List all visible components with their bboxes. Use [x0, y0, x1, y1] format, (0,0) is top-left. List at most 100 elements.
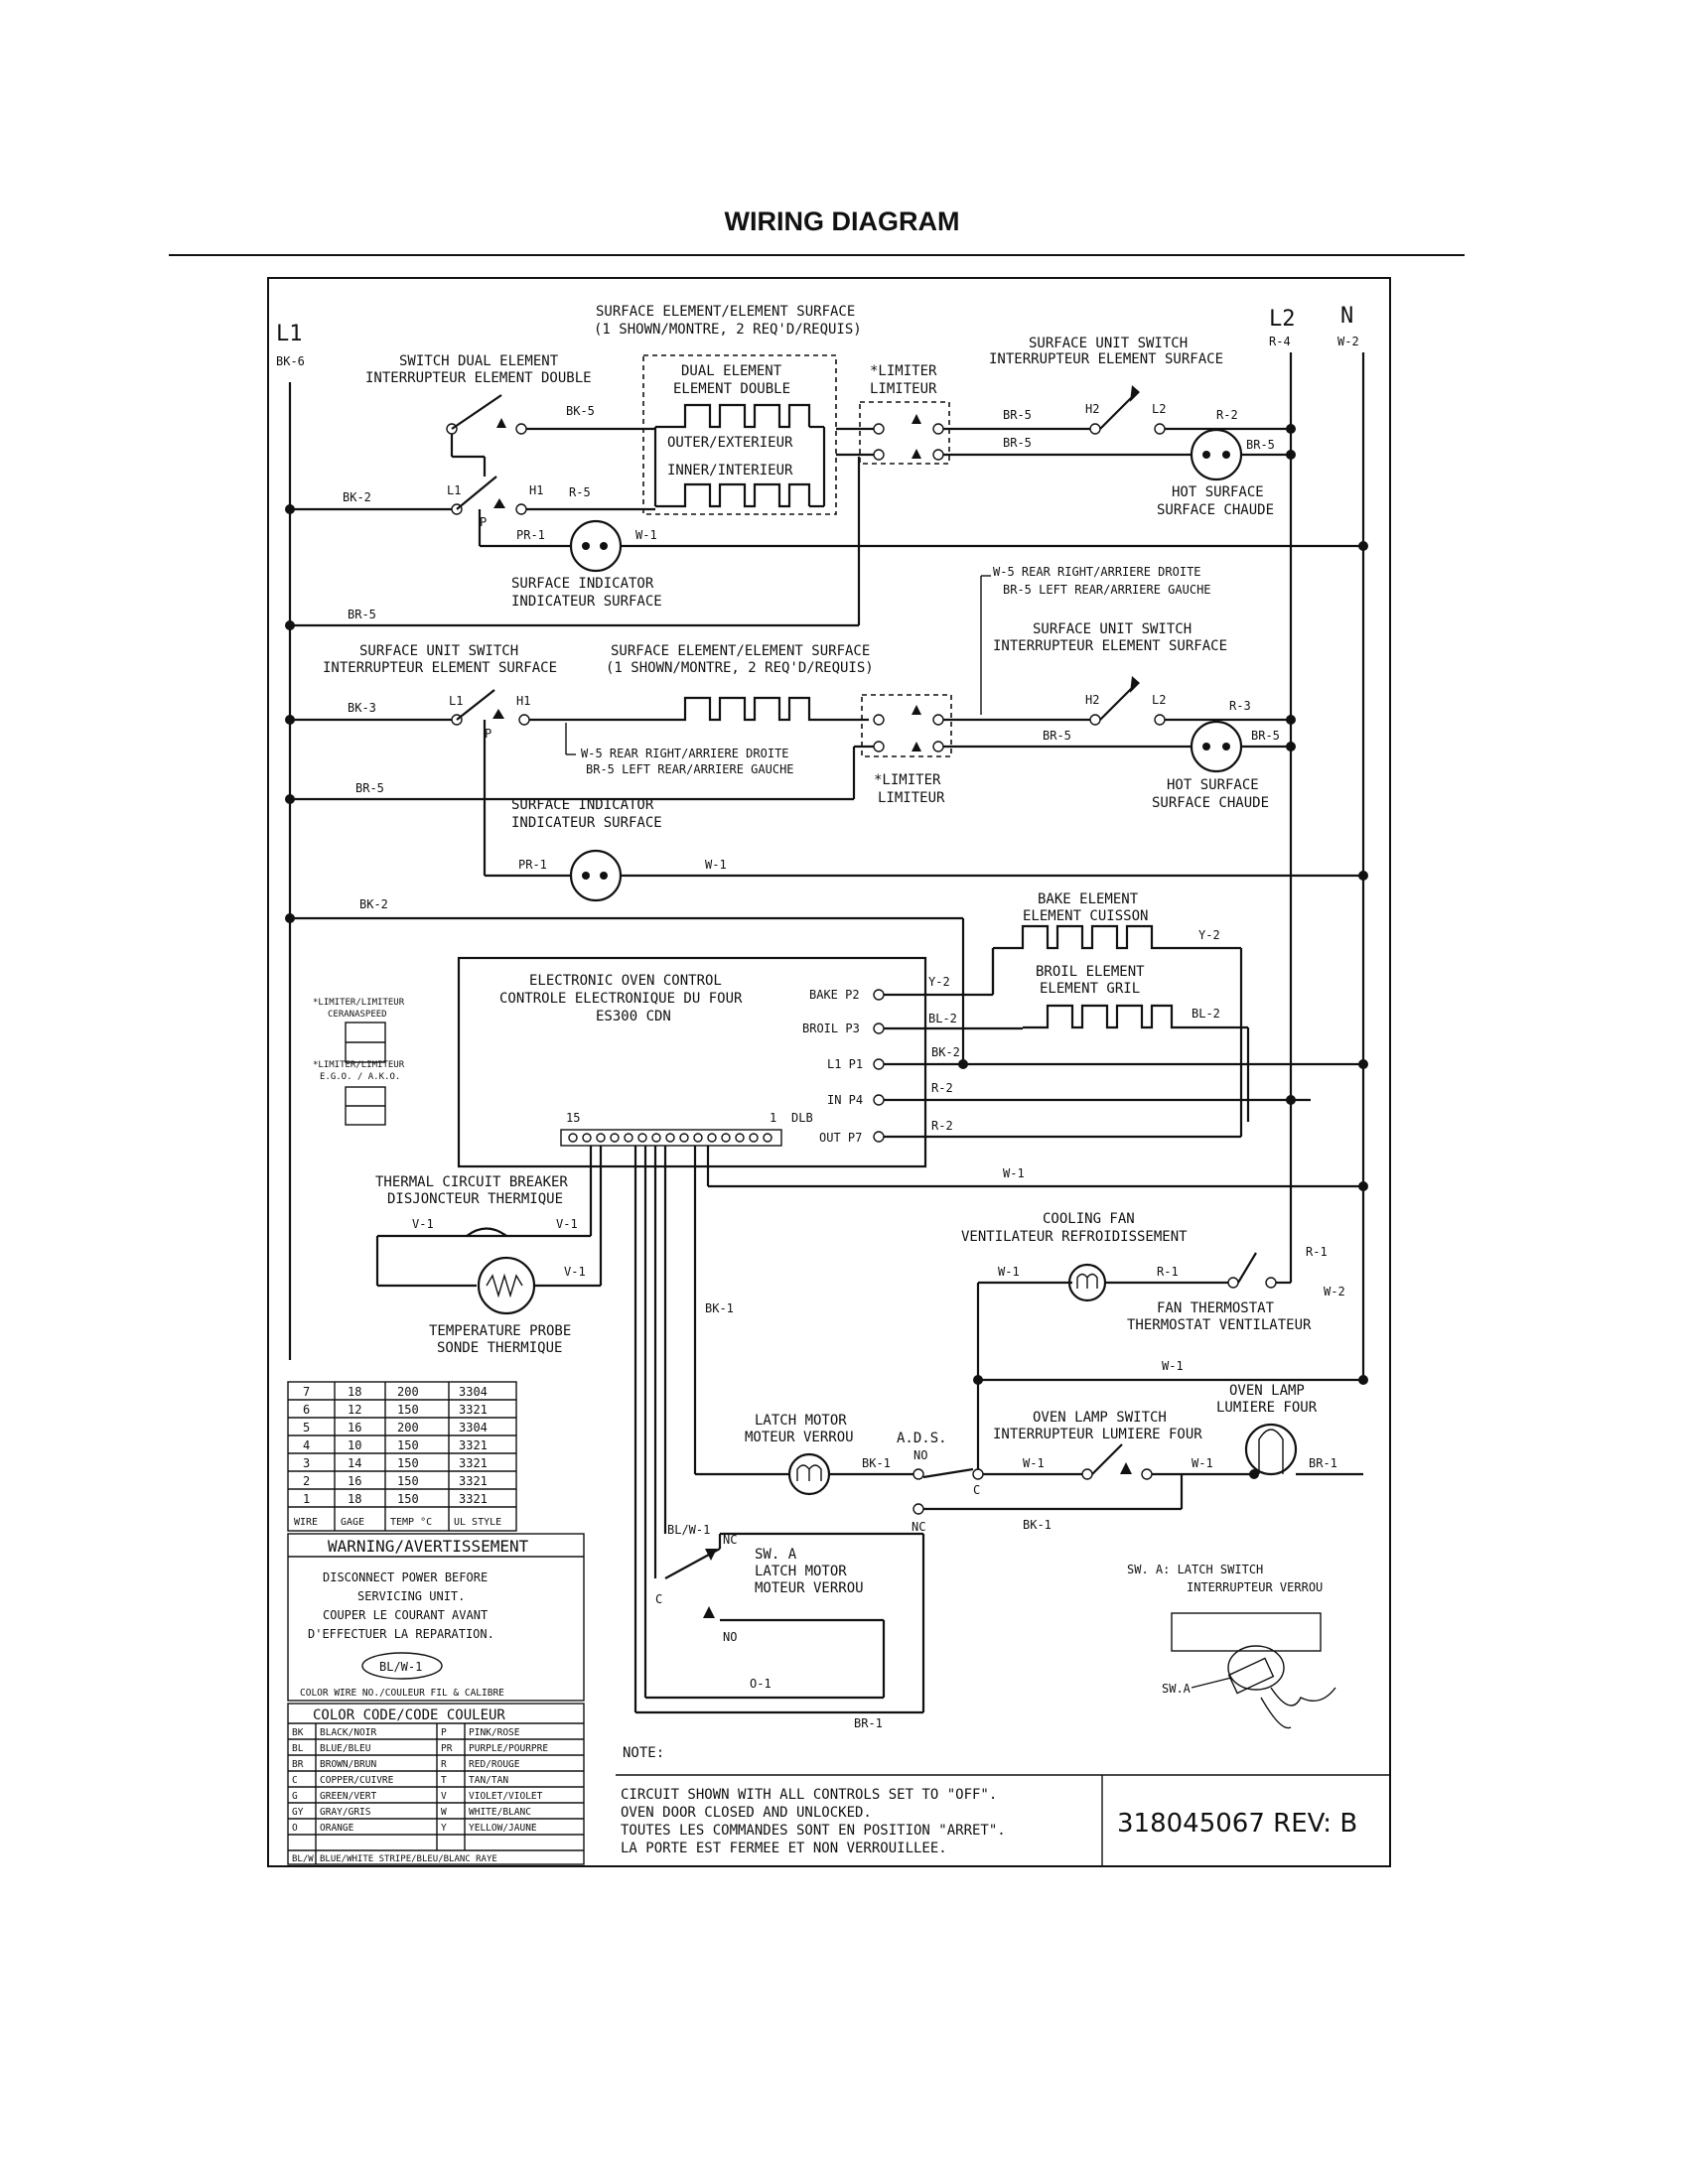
- svg-text:P: P: [485, 727, 491, 741]
- wire-r1-fan: R-1: [1157, 1265, 1179, 1279]
- color-code-cell: BROWN/BRUN: [320, 1759, 376, 1770]
- mid-hot-surface-lamp: [1190, 720, 1243, 773]
- note-line-2: OVEN DOOR CLOSED AND UNLOCKED.: [621, 1805, 872, 1821]
- rail-l1-wire: BK-6: [276, 354, 305, 368]
- wire-r2-in: R-2: [931, 1081, 953, 1095]
- pin-in: IN P4: [827, 1093, 863, 1107]
- wire-r1-right: R-1: [1306, 1245, 1328, 1259]
- lamp-label-1: OVEN LAMP: [1229, 1383, 1305, 1399]
- wire-w1-lamp-a: W-1: [1023, 1456, 1045, 1470]
- rail-l1-label: L1: [276, 322, 303, 346]
- wire-table-cell: 6: [303, 1403, 310, 1417]
- page-title: WIRING DIAGRAM: [724, 206, 960, 236]
- top-hot-label-1: HOT SURFACE: [1172, 484, 1264, 500]
- bake-label-1: BAKE ELEMENT: [1038, 891, 1139, 907]
- dlb-15: 15: [566, 1111, 580, 1125]
- svg-text:H1: H1: [529, 483, 543, 497]
- top-hot-label-2: SURFACE CHAUDE: [1157, 502, 1274, 518]
- probe-label-2: SONDE THERMIQUE: [437, 1340, 562, 1356]
- svg-text:H2: H2: [1085, 693, 1099, 707]
- lamp-switch-label-1: OVEN LAMP SWITCH: [1033, 1410, 1167, 1426]
- color-code-cell: PURPLE/POURPRE: [469, 1743, 548, 1754]
- dlb-1: 1: [770, 1111, 776, 1125]
- lim-ego-2: E.G.O. / A.K.O.: [320, 1072, 400, 1082]
- mid-limiter-label-1: *LIMITER: [874, 772, 941, 788]
- color-code-grid: [288, 1723, 584, 1864]
- wire-table-cell: 7: [303, 1385, 310, 1399]
- mid-indicator-label-2: INDICATEUR SURFACE: [511, 815, 662, 831]
- wire-table: [287, 1381, 517, 1532]
- svg-text:L1: L1: [449, 694, 463, 708]
- wire-br5-top-right: BR-5: [1246, 438, 1275, 452]
- wire-table-cell: 18: [348, 1492, 361, 1506]
- wire-v1-a: V-1: [412, 1217, 434, 1231]
- wire-table-cell: 3321: [459, 1492, 488, 1506]
- wire-table-cell: 18: [348, 1385, 361, 1399]
- note-line-4: LA PORTE EST FERMEE ET NON VERROUILLEE.: [621, 1841, 947, 1856]
- wire-bk1-motor: BK-1: [862, 1456, 891, 1470]
- control-label-3: ES300 CDN: [596, 1009, 671, 1024]
- wire-bk1-latch: BK-1: [705, 1301, 734, 1315]
- wire-br5-top-b: BR-5: [1003, 436, 1032, 450]
- fan-label-1: COOLING FAN: [1043, 1211, 1135, 1227]
- dual-switch-label-1: SWITCH DUAL ELEMENT: [399, 353, 559, 369]
- fan-label-2: VENTILATEUR REFROIDISSEMENT: [961, 1229, 1188, 1245]
- wire-table-cell: 16: [348, 1474, 361, 1488]
- wire-w1-fan: W-1: [998, 1265, 1020, 1279]
- wire-r2-top: R-2: [1216, 408, 1238, 422]
- note-line-1: CIRCUIT SHOWN WITH ALL CONTROLS SET TO "…: [621, 1787, 997, 1803]
- color-code-cell: PR: [441, 1743, 453, 1754]
- wire-br1-bottom: BR-1: [854, 1716, 883, 1730]
- ads-nc: NC: [912, 1520, 925, 1534]
- top-indicator-label-1: SURFACE INDICATOR: [511, 576, 654, 592]
- electronic-oven-control: [457, 956, 927, 1168]
- color-code-cell: RED/ROUGE: [469, 1759, 520, 1770]
- swa-c: C: [655, 1592, 662, 1606]
- color-code-cell: Y: [441, 1823, 447, 1834]
- wire-table-cell: 3321: [459, 1403, 488, 1417]
- latch-switch-sketch: [1171, 1612, 1336, 1729]
- color-code-cell: GY: [292, 1807, 304, 1818]
- wire-table-cell: 3: [303, 1456, 310, 1470]
- lim-ceranaspeed-2: CERANASPEED: [328, 1010, 387, 1020]
- color-code-cell: YELLOW/JAUNE: [469, 1823, 537, 1834]
- dual-element-label-1: DUAL ELEMENT: [681, 363, 782, 379]
- color-code-cell: P: [441, 1727, 447, 1738]
- lamp-label-2: LUMIERE FOUR: [1216, 1400, 1318, 1416]
- warning-title: WARNING/AVERTISSEMENT: [328, 1537, 529, 1556]
- wire-table-header: UL STYLE: [454, 1517, 501, 1528]
- dual-switch-label-2: INTERRUPTEUR ELEMENT DOUBLE: [365, 370, 592, 386]
- color-code-cell: W: [441, 1807, 447, 1818]
- ads-c: C: [973, 1483, 980, 1497]
- mid-note-3: W-5 REAR RIGHT/ARRIERE DROITE: [581, 747, 789, 760]
- wire-table-cell: 3304: [459, 1421, 488, 1434]
- wire-pr1-mid: PR-1: [518, 858, 547, 872]
- color-code-cell: GREEN/VERT: [320, 1791, 376, 1802]
- broil-label-1: BROIL ELEMENT: [1036, 964, 1145, 980]
- lim-ceranaspeed-1: *LIMITER/LIMITEUR: [313, 998, 405, 1008]
- pin-broil: BROIL P3: [802, 1022, 860, 1035]
- wire-br5-top-left: BR-5: [348, 608, 376, 621]
- mid-hot-label-1: HOT SURFACE: [1167, 777, 1259, 793]
- top-limiter-box: [859, 401, 950, 465]
- wire-br5-top-a: BR-5: [1003, 408, 1032, 422]
- color-code-cell: V: [441, 1791, 447, 1802]
- warning-line-4: D'EFFECTUER LA REPARATION.: [308, 1627, 494, 1641]
- wire-w1-control: W-1: [1003, 1166, 1025, 1180]
- wire-br1-lamp: BR-1: [1309, 1456, 1337, 1470]
- dlb-pins: [568, 1133, 772, 1143]
- breaker-label-2: DISJONCTEUR THERMIQUE: [387, 1191, 563, 1207]
- svg-text:H1: H1: [516, 694, 530, 708]
- wire-table-cell: 150: [397, 1456, 419, 1470]
- color-code-cell: BLACK/NOIR: [320, 1727, 376, 1738]
- ads-label: A.D.S.: [897, 1431, 947, 1446]
- latch-label-2: MOTEUR VERROU: [745, 1430, 854, 1445]
- probe-label-1: TEMPERATURE PROBE: [429, 1323, 571, 1339]
- color-code-cell: PINK/ROSE: [469, 1727, 520, 1738]
- wire-w2-right: W-2: [1324, 1285, 1345, 1298]
- wire-br5-mid-right: BR-5: [1251, 729, 1280, 743]
- rail-n-wire: W-2: [1337, 335, 1359, 348]
- lim-ego-1: *LIMITER/LIMITEUR: [313, 1060, 405, 1070]
- svg-text:L2: L2: [1152, 693, 1166, 707]
